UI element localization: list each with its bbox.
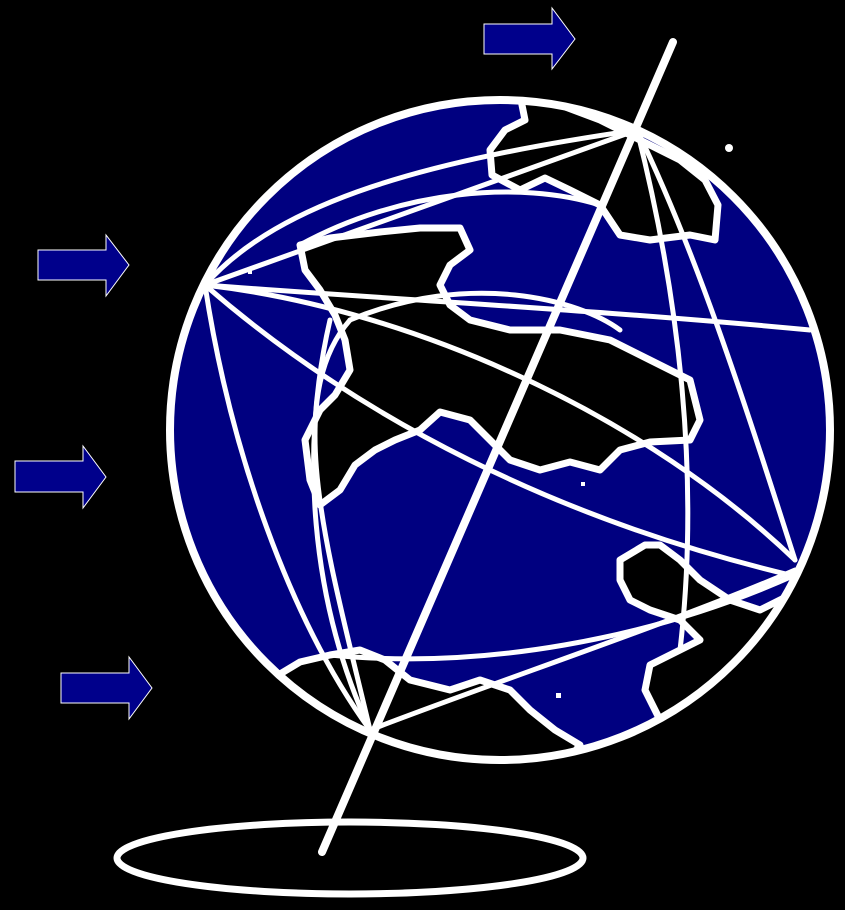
globe-stand-base (117, 822, 583, 894)
right-arrow-icon (484, 8, 575, 69)
right-arrow-icon (15, 446, 106, 508)
star-dot (556, 693, 561, 698)
star-dot (581, 482, 585, 486)
globe (170, 95, 845, 780)
star-dot (248, 270, 252, 274)
star-dot (725, 144, 733, 152)
right-arrow-icon (61, 657, 152, 719)
right-arrow-icon (38, 235, 129, 296)
